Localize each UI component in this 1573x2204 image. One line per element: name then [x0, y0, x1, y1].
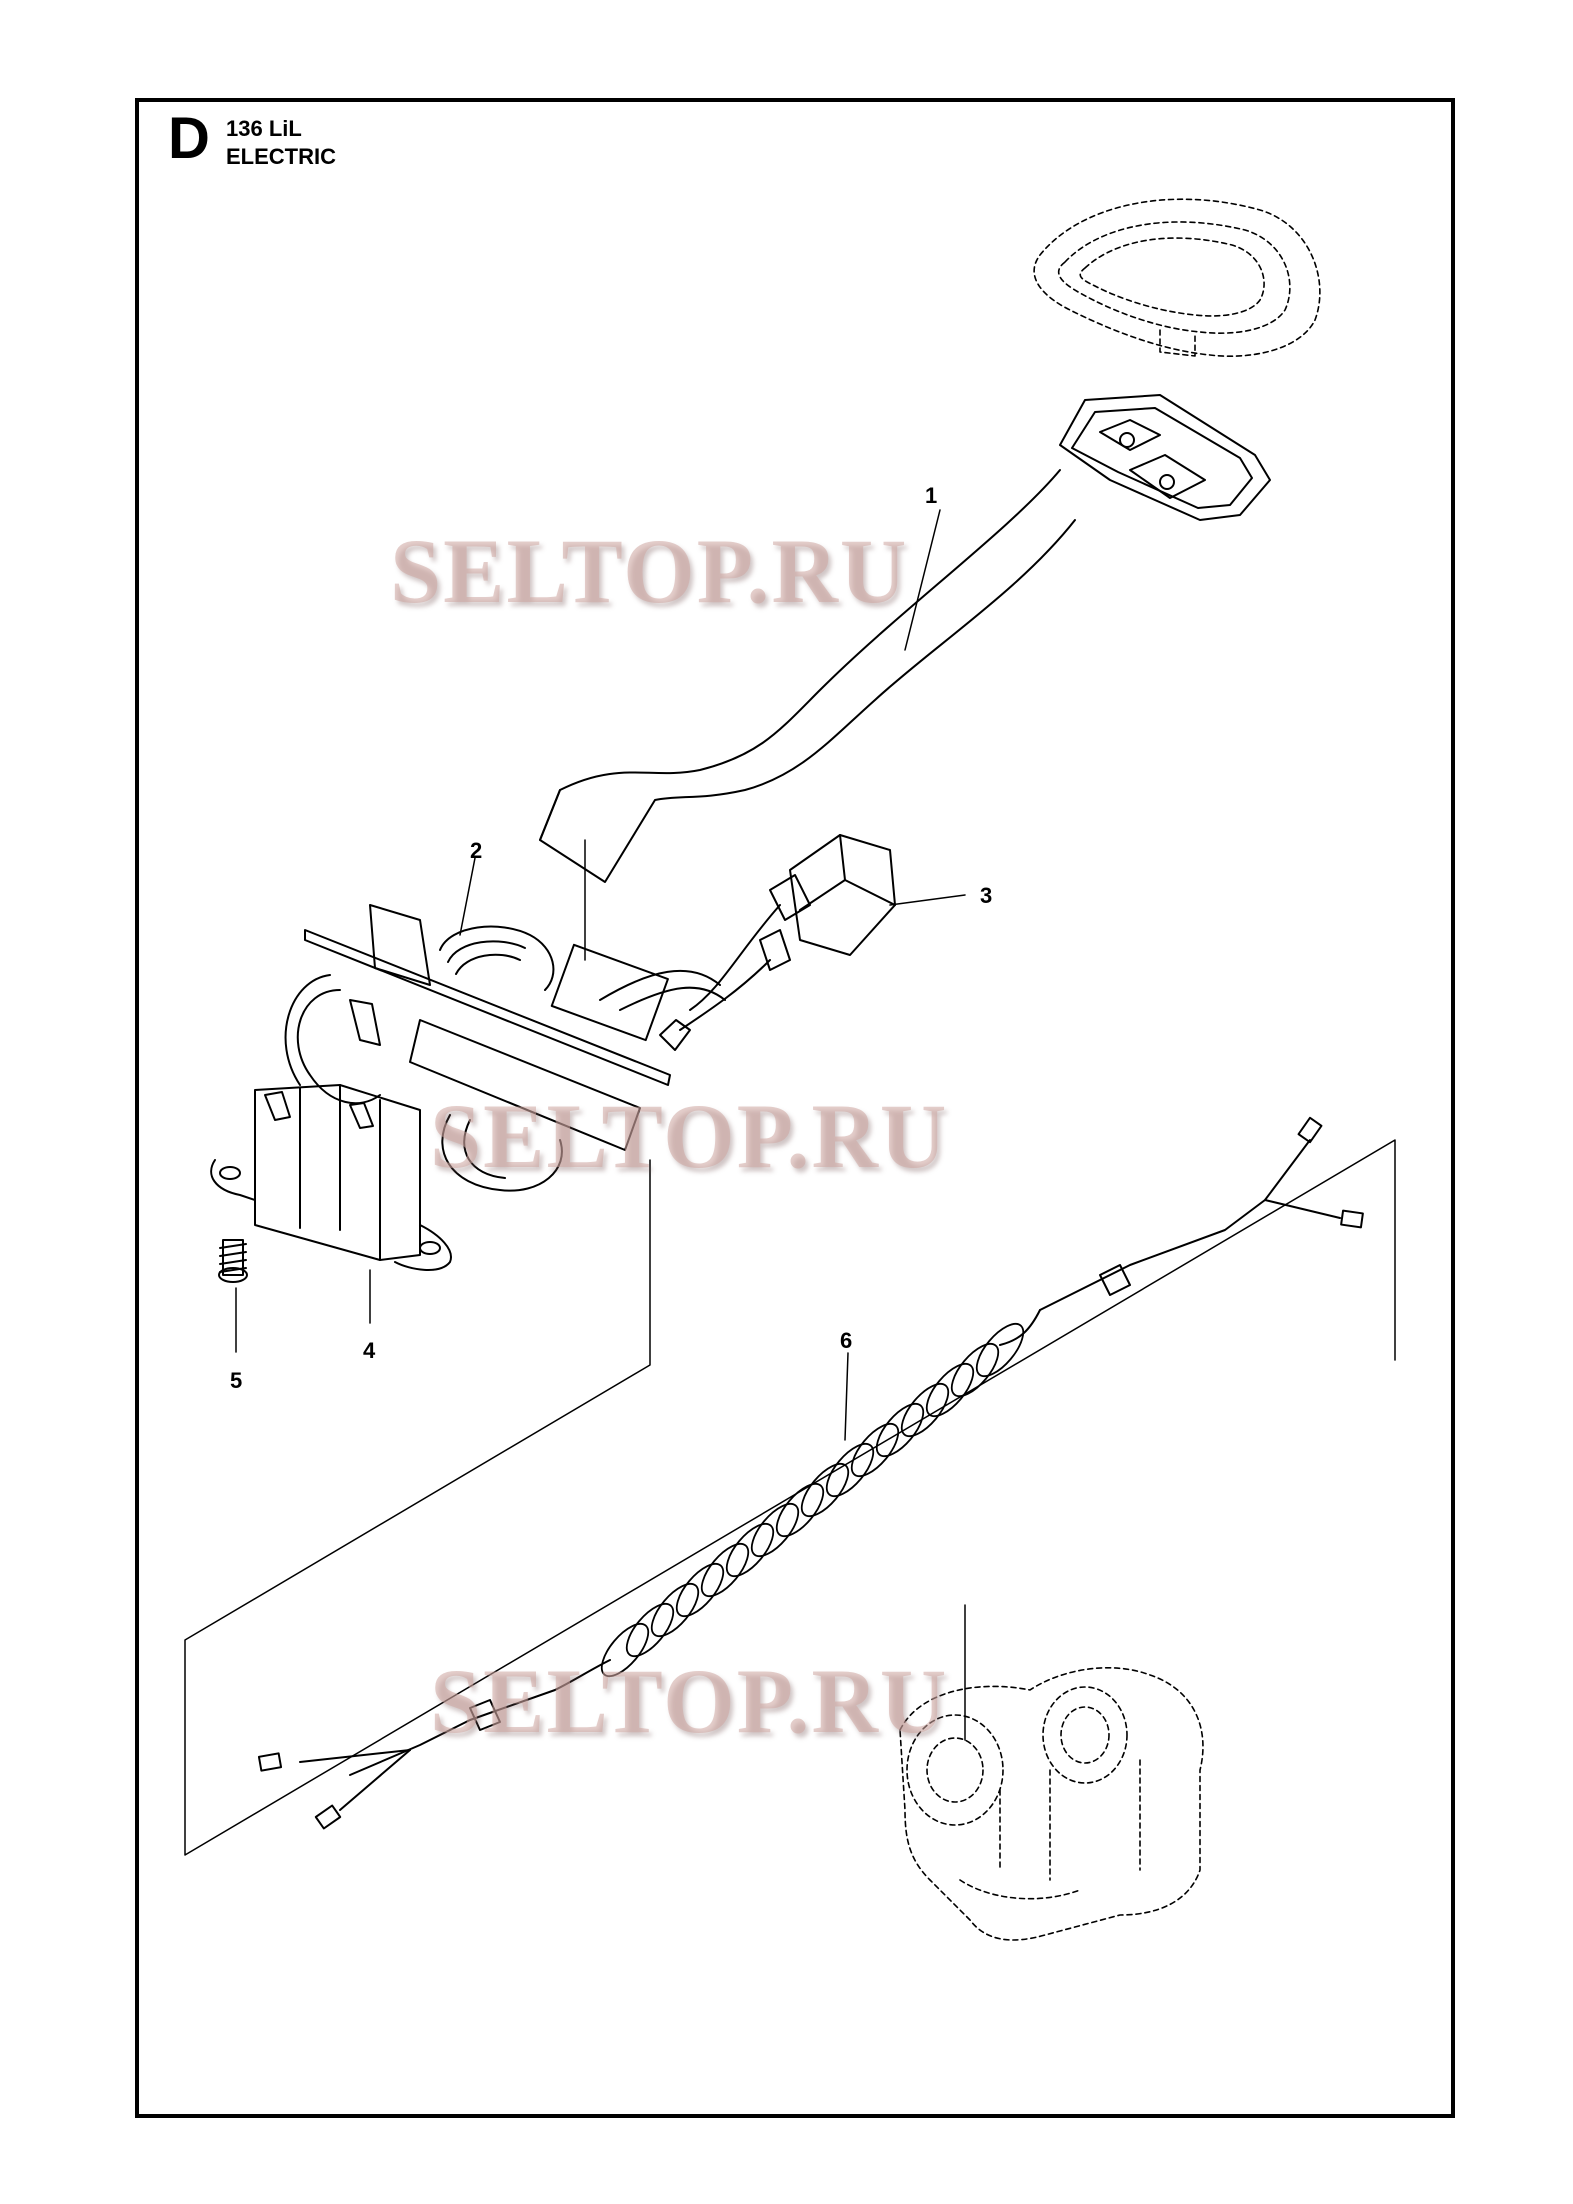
callout-label-1: 1 [925, 483, 938, 508]
model-title: 136 LiL [226, 116, 302, 141]
callout-label-5: 5 [230, 1368, 243, 1393]
part-connector [679, 834, 896, 1031]
part-board-holder [210, 1084, 452, 1271]
callout-label-4: 4 [363, 1338, 376, 1363]
cable-coil-rings [600, 1322, 1025, 1678]
watermark-text: SELTOP.RU [390, 520, 909, 622]
section-subtitle: ELECTRIC [226, 144, 336, 169]
section-letter: D [168, 106, 210, 171]
part-coiled-cable [257, 1116, 1364, 1830]
drawing-frame [135, 98, 1455, 2118]
part-circuit-board [284, 904, 726, 1192]
callout-label-3: 3 [980, 883, 993, 908]
part-switch-cable [539, 394, 1271, 883]
motor-outline [899, 1666, 1204, 1941]
handle-grip-outline [1033, 198, 1321, 358]
watermark-text: SELTOP.RU [430, 1650, 949, 1752]
part-screw [218, 1239, 248, 1283]
callout-leaders [184, 509, 1396, 1856]
callout-label-2: 2 [470, 838, 483, 863]
watermark-text: SELTOP.RU [430, 1085, 949, 1187]
callout-label-6: 6 [840, 1328, 853, 1353]
